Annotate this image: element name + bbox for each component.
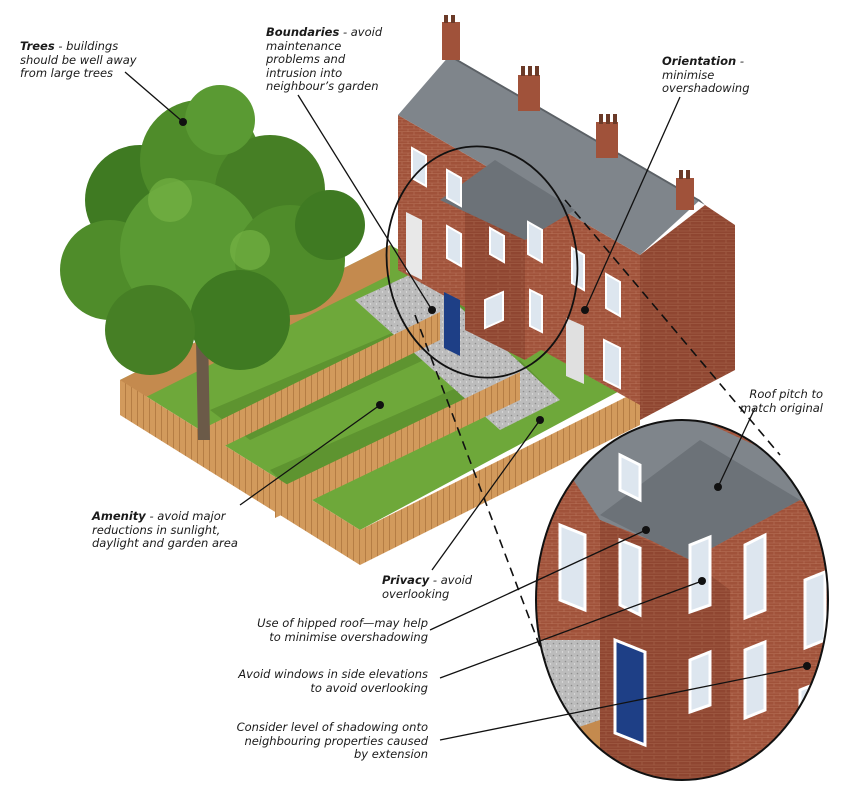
callout-text: - buildings should be well away from lar… <box>20 39 137 80</box>
callout-text: Use of hipped roof—may help to minimise … <box>257 616 428 644</box>
callout-text: - avoid major reductions in sunlight, da… <box>92 509 238 550</box>
callout-side-windows: Avoid windows in side elevations to avoi… <box>230 667 428 695</box>
windows <box>411 146 621 390</box>
main-roof <box>398 55 700 255</box>
callout-boundaries: Boundaries - avoid maintenance problems … <box>266 25 391 94</box>
fence-front-right <box>360 390 640 565</box>
callout-shadowing: Consider level of shadowing onto neighbo… <box>228 720 428 762</box>
callout-privacy: Privacy - avoid overlooking <box>382 573 482 601</box>
leader-dots <box>179 118 811 670</box>
chimneys <box>442 22 694 210</box>
callout-title: Amenity <box>92 509 146 523</box>
white-door <box>566 318 584 384</box>
callout-title: Trees <box>20 39 55 53</box>
focus-ellipse <box>385 145 579 379</box>
blue-door <box>444 292 460 356</box>
fence-divider <box>275 372 520 518</box>
callout-title: Orientation <box>662 54 737 68</box>
magnifier-detail-circle <box>535 419 829 781</box>
fence-front <box>120 380 360 565</box>
callout-text: - avoid maintenance problems and intrusi… <box>266 25 383 93</box>
callout-text: - avoid overlooking <box>382 573 473 601</box>
extension-front <box>465 205 525 360</box>
callout-text: Roof pitch to match original <box>739 387 823 415</box>
leader-lines <box>124 71 808 741</box>
callout-title: Privacy <box>382 573 430 587</box>
fence-divider <box>200 312 440 458</box>
callout-amenity: Amenity - avoid major reductions in sunl… <box>92 509 252 551</box>
terraced-houses-illustration <box>398 15 735 420</box>
callout-title: Boundaries <box>266 25 340 39</box>
magnifier-connectors <box>414 199 781 661</box>
callout-roof-pitch: Roof pitch to match original <box>720 387 823 415</box>
white-door <box>406 212 422 280</box>
callout-trees: Trees - buildings should be well away fr… <box>20 39 150 81</box>
hipped-roof <box>440 160 575 240</box>
callout-orientation: Orientation - minimise overshadowing <box>662 54 762 96</box>
callout-text: - minimise overshadowing <box>662 54 750 95</box>
callout-text: Avoid windows in side elevations to avoi… <box>238 667 428 695</box>
callout-text: Consider level of shadowing onto neighbo… <box>236 720 428 761</box>
tree-illustration <box>60 85 365 440</box>
callout-hipped-roof: Use of hipped roof—may help to minimise … <box>248 616 428 644</box>
